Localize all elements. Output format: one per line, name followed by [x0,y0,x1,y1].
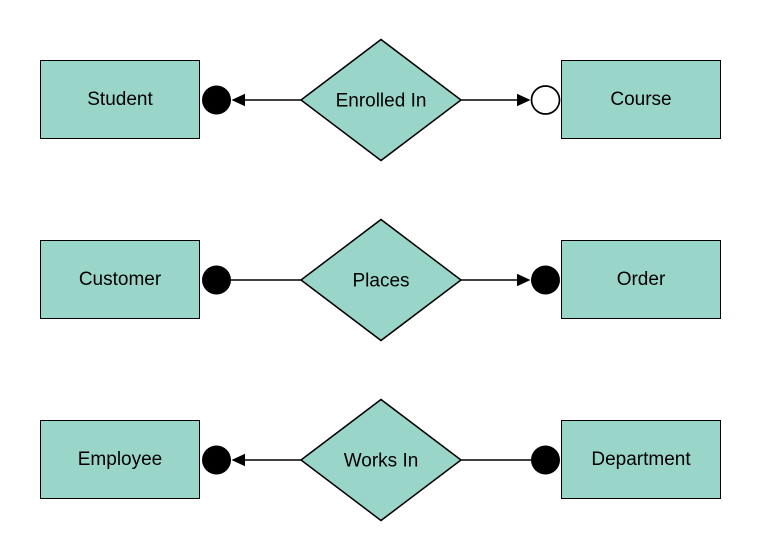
left-terminal-filled-circle[interactable] [202,445,231,475]
connector-works-in: Works In [202,398,560,522]
relationship-label: Enrolled In [336,91,427,112]
left-terminal-filled-circle[interactable] [202,85,231,115]
left-arrowhead-icon [231,453,245,467]
relationship-row-places: Customer Places Order [0,218,761,342]
entity-department[interactable]: Department [561,420,721,499]
entity-label: Employee [77,448,163,470]
right-arrowhead-icon [517,273,531,287]
relationship-row-works-in: Employee Works In Department [0,398,761,522]
entity-order[interactable]: Order [561,240,721,319]
relationship-label: Places [352,271,409,292]
entity-customer[interactable]: Customer [40,240,200,319]
entity-employee[interactable]: Employee [40,420,200,499]
relationship-row-enrolled-in: Student Enrolled In Course [0,38,761,162]
entity-label: Order [616,268,666,290]
entity-label: Customer [78,268,162,290]
right-arrowhead-icon [517,93,531,107]
entity-student[interactable]: Student [40,60,200,139]
right-terminal-filled-circle[interactable] [531,265,560,295]
connector-places: Places [202,218,560,342]
entity-label: Student [87,88,153,110]
relationship-label: Works In [344,451,419,472]
connector-enrolled-in: Enrolled In [202,38,561,162]
left-arrowhead-icon [231,93,245,107]
right-terminal-open-circle[interactable] [530,85,561,115]
entity-course[interactable]: Course [561,60,721,139]
left-terminal-filled-circle[interactable] [202,265,231,295]
entity-label: Course [610,88,672,110]
entity-label: Department [591,448,691,470]
right-terminal-filled-circle[interactable] [531,445,560,475]
